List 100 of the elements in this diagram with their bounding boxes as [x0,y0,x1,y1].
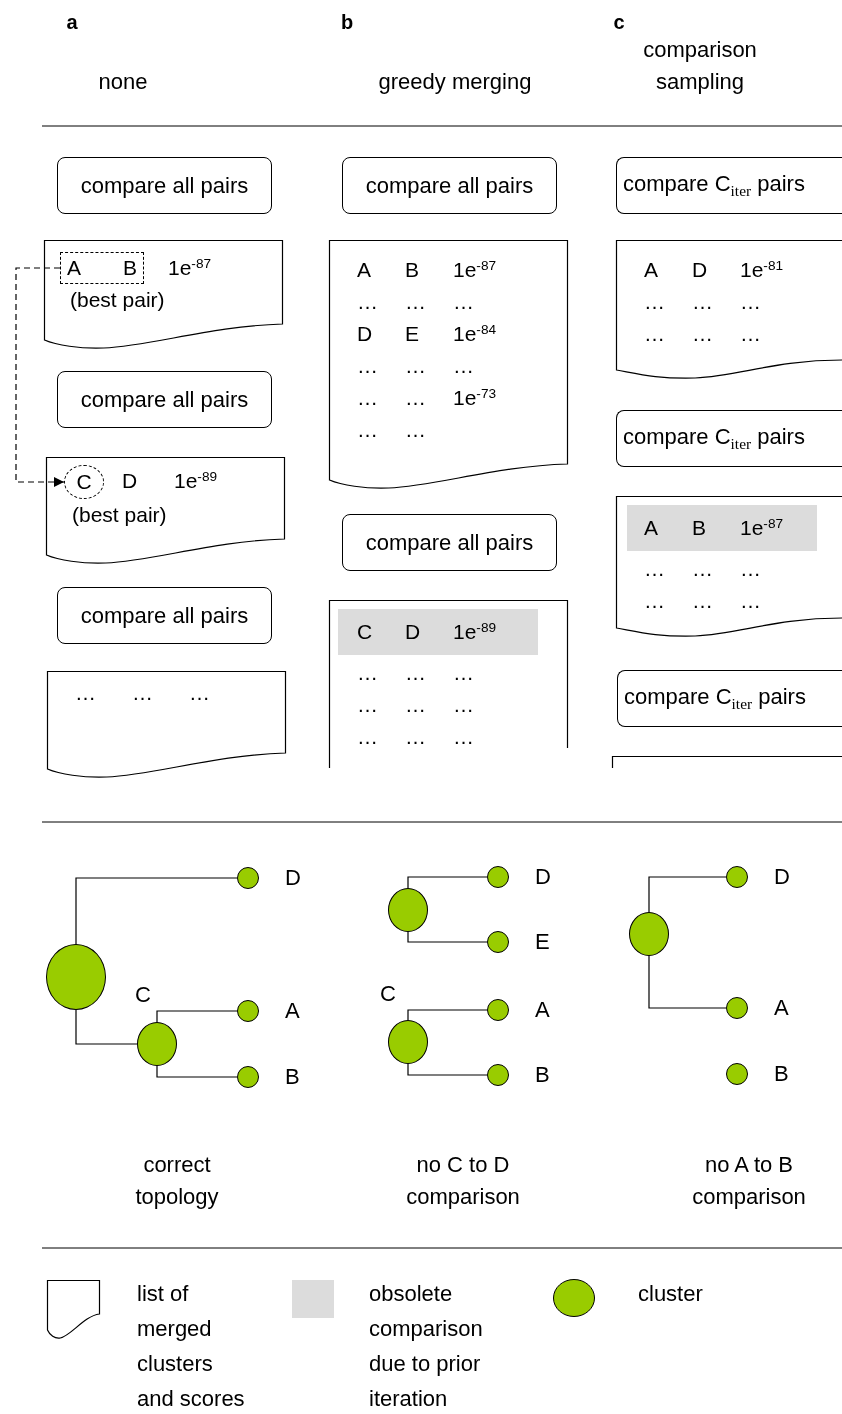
entry-text: (best pair) [71,502,168,528]
panel-letter: c [612,10,626,35]
node-label: A [535,997,550,1023]
ellipsis-text: … [357,385,379,411]
column-heading: none [97,68,149,96]
step-label: compare all pairs [365,529,534,556]
tree-branch-line [648,955,727,1009]
entry-text: D [357,321,374,347]
ellipsis-text: … [644,321,666,347]
column-heading: comparison sampling [642,36,758,96]
obsolete-row-highlight [338,609,538,655]
column-heading: greedy merging [377,68,533,96]
cluster-circle [237,1000,259,1022]
ellipsis-text: … [357,353,379,379]
obsolete-row-highlight [627,505,817,551]
ellipsis-text: … [75,680,97,706]
document-shape [46,457,285,565]
ellipsis-text: … [644,556,666,582]
tree-branch-line [75,877,238,945]
ellipsis-text: … [405,353,427,379]
ellipsis-text: … [644,289,666,315]
legend-text: list of merged clusters and scores [137,1280,246,1413]
cluster-circle [629,912,669,956]
document-shape [329,600,568,768]
node-label: C [135,982,151,1008]
tree-branch-line [407,1009,488,1021]
cluster-circle [137,1022,177,1066]
ellipsis-text: … [189,680,211,706]
ellipsis-text: … [405,692,427,718]
entry-text: C [76,469,92,495]
step-label: compare C$_{iter}$ pairs [623,423,805,454]
step-label: compare C$_{iter}$ pairs [623,170,805,201]
ellipsis-text: … [405,289,427,315]
ellipsis-text: … [692,289,714,315]
ellipsis-text: … [405,417,427,443]
entry-text: 1e$^{-73}$ [453,384,498,411]
cluster-circle [487,999,509,1021]
ellipsis-text: … [405,660,427,686]
entry-text: B [405,257,420,283]
ellipsis-text: … [453,289,475,315]
tree-branch-line [407,1063,488,1076]
cluster-circle [237,1066,259,1088]
entry-text: 1e$^{-81}$ [740,256,785,283]
panel-letter: b [339,10,355,35]
ellipsis-text: … [132,680,154,706]
dashed-highlight-box [60,252,144,284]
process-box [617,670,842,727]
cluster-circle [487,866,509,888]
ellipsis-text: … [692,321,714,347]
entry-text: B [123,255,137,281]
ellipsis-text: … [405,724,427,750]
node-label: D [535,864,551,890]
node-label: A [285,998,300,1024]
cluster-circle [487,1064,509,1086]
tree-branch-line [407,931,488,943]
panel-letter: a [65,10,79,35]
process-box [57,587,272,644]
cluster-circle [388,1020,428,1064]
node-label: D [285,865,301,891]
tree-branch-line [156,1010,238,1023]
ellipsis-text: … [357,289,379,315]
ellipsis-text: … [453,692,475,718]
column-heading: correct topology [134,1151,220,1211]
entry-text: A [644,515,659,541]
ellipsis-text: … [740,321,762,347]
entry-text: A [357,257,372,283]
entry-text: D [692,257,709,283]
entry-text: 1e$^{-89}$ [453,618,498,645]
process-box [342,157,557,214]
entry-text: 1e$^{-84}$ [453,320,498,347]
document-shape [612,756,842,768]
ellipsis-text: … [692,588,714,614]
node-label: E [535,929,550,955]
ellipsis-text: … [453,724,475,750]
ellipsis-text: … [405,385,427,411]
node-label: C [380,981,396,1007]
step-label: compare all pairs [80,602,249,629]
cluster-circle [388,888,428,932]
tree-branch-line [407,876,488,889]
entry-text: 1e$^{-87}$ [740,514,785,541]
entry-text: A [644,257,659,283]
process-box [616,157,842,214]
process-box [57,157,272,214]
process-box [616,410,842,467]
legend-text: obsolete comparison due to prior iteration [369,1280,484,1413]
cluster-circle [726,866,748,888]
ellipsis-text: … [740,289,762,315]
entry-text: A [67,255,81,281]
entry-text: D [405,619,422,645]
entry-text: 1e$^{-87}$ [168,254,213,281]
column-heading: no C to D comparison [405,1151,521,1211]
ellipsis-text: … [357,724,379,750]
entry-text: 1e$^{-89}$ [174,467,219,494]
tree-branch-line [156,1065,238,1078]
document-shape [44,240,283,350]
ellipsis-text: … [644,588,666,614]
node-label: B [285,1064,300,1090]
ellipsis-text: … [357,417,379,443]
cluster-circle [726,997,748,1019]
ellipsis-text: … [357,660,379,686]
